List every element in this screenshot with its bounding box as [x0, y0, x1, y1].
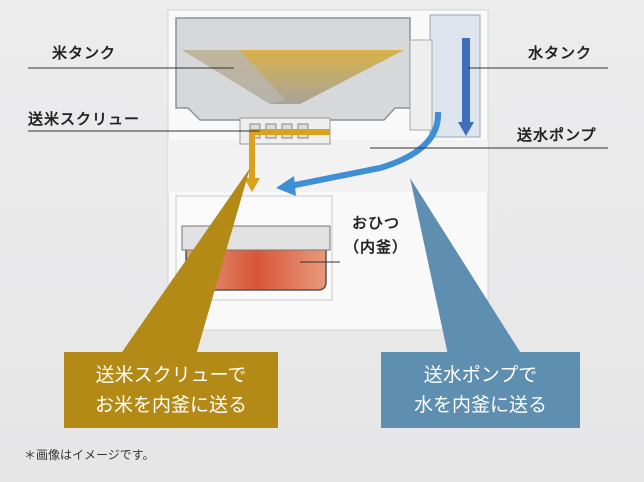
pot-label-line2: （内釜）	[344, 238, 409, 256]
rice-grains-gray	[182, 50, 285, 104]
pump-unit	[409, 39, 433, 131]
water-flow-arrowhead	[276, 176, 296, 196]
rice-callout-box: 送米スクリューで お米を内釜に送る	[64, 352, 278, 428]
rice-tank-label: 米タンク	[52, 44, 117, 62]
pump-label: 送水ポンプ	[517, 126, 597, 144]
screw-label: 送米スクリュー	[28, 110, 141, 128]
water-callout-box: 送水ポンプで 水を内釜に送る	[381, 352, 580, 428]
pot-label-line1: おひつ	[352, 214, 401, 232]
water-callout-pointer	[410, 178, 522, 355]
rice-callout-line2: お米を内釜に送る	[94, 394, 247, 416]
rice-flow-path	[249, 129, 330, 182]
water-tank-label: 水タンク	[528, 44, 593, 62]
water-callout-line2: 水を内釜に送る	[413, 394, 547, 416]
rice-callout-pointer	[120, 168, 250, 355]
water-level-indicator	[462, 38, 470, 128]
image-disclaimer: ＊画像はイメージです。	[24, 448, 155, 462]
body-band	[168, 140, 488, 192]
rice-callout-line1: 送米スクリューで	[95, 364, 247, 386]
water-down-arrow	[458, 122, 474, 136]
water-callout-line1: 送水ポンプで	[423, 364, 538, 386]
rice-flow-arrowhead	[244, 178, 260, 192]
